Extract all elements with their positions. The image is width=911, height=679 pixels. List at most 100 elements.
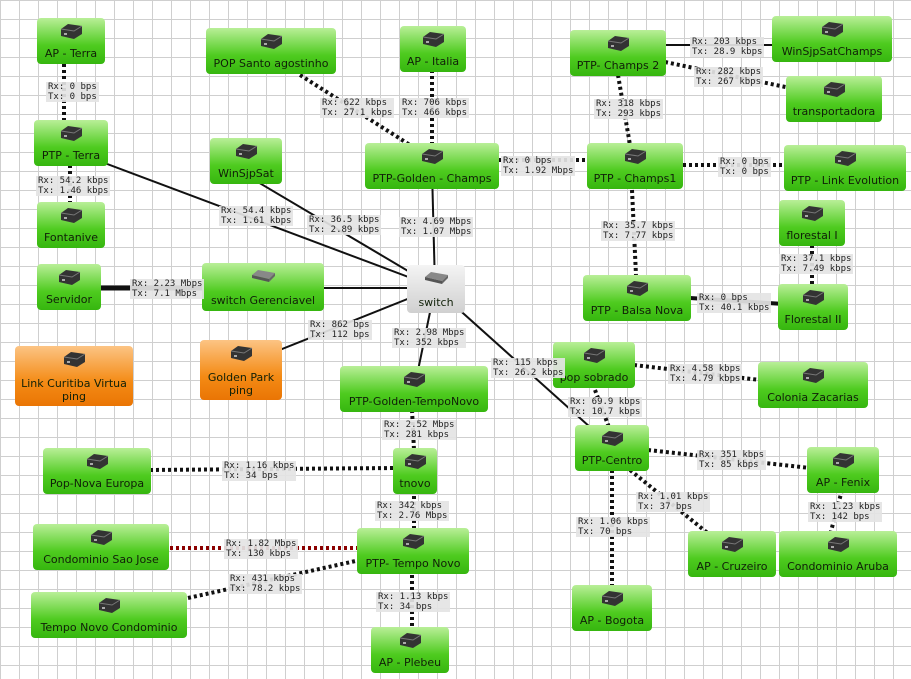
router-icon	[583, 348, 606, 363]
link-fenix-aruba[interactable]	[828, 489, 844, 536]
node-condominio-sao-jose[interactable]: Condominio Sao Jose	[33, 524, 169, 570]
node-transportadora[interactable]: transportadora	[786, 76, 882, 122]
node-ap-fenix[interactable]: AP - Fenix	[807, 447, 879, 493]
node-ptp-tempo-novo[interactable]: PTP- Tempo Novo	[357, 528, 469, 574]
traffic-rx: Rx: 36.5 kbps	[309, 215, 380, 225]
node-switch[interactable]: switch	[407, 265, 465, 313]
node-ptp-golden-temponovo[interactable]: PTP-Golden-TempoNovo	[340, 366, 488, 412]
link-sobrado-centro[interactable]	[593, 389, 612, 431]
node-pop-nova-europa[interactable]: Pop-Nova Europa	[43, 448, 151, 494]
traffic-tx: Tx: 293 kbps	[596, 109, 662, 119]
router-icon	[601, 591, 624, 606]
node-ptp-link-evolution[interactable]: PTP - Link Evolution	[784, 145, 906, 191]
node-ptp-golden-champs[interactable]: PTP-Golden - Champs	[365, 143, 499, 189]
node-ap-italia[interactable]: AP - Italia	[400, 26, 466, 72]
node-label: Fontanive	[44, 231, 98, 244]
router-icon	[90, 530, 113, 545]
traffic-tx: Tx: 2.76 Mbps	[377, 511, 448, 521]
node-ap-cruzeiro[interactable]: AP - Cruzeiro	[688, 531, 776, 577]
traffic-rx: Rx: 2.23 Mbps	[132, 279, 203, 289]
node-florestal-ii[interactable]: Florestal II	[778, 284, 848, 330]
node-label: AP - Terra	[44, 47, 98, 60]
traffic-tx: Tx: 7.49 kbps	[781, 264, 852, 274]
traffic-tx: Tx: 28.9 kbps	[692, 47, 763, 57]
traffic-rx: Rx: 862 bps	[310, 320, 370, 330]
node-label: PTP- Champs 2	[576, 59, 660, 72]
node-winsjpsat[interactable]: WinSjpSat	[210, 138, 282, 184]
node-ap-plebeu[interactable]: AP - Plebeu	[371, 627, 449, 673]
node-colonia-zacarias[interactable]: Colonia Zacarias	[758, 362, 868, 408]
node-switch-gerenciavel[interactable]: switch Gerenciavel	[202, 263, 324, 311]
router-icon	[827, 537, 850, 552]
node-ap-terra[interactable]: AP - Terra	[37, 18, 105, 64]
traffic-tx: Tx: 85 kbps	[699, 460, 759, 470]
traffic-tx: Tx: 27.1 kbps	[322, 108, 393, 118]
router-icon	[60, 24, 83, 39]
traffic-tx: Tx: 2.89 kbps	[309, 225, 380, 235]
node-pop-santo-agostinho[interactable]: POP Santo agostinho	[206, 28, 336, 74]
node-label: Servidor	[45, 293, 93, 306]
router-icon	[823, 82, 846, 97]
node-ptp-centro[interactable]: PTP-Centro	[575, 425, 649, 471]
node-label: Tempo Novo Condominio	[40, 621, 178, 634]
router-icon	[802, 368, 825, 383]
router-icon	[404, 454, 427, 469]
node-label: PTP-Golden - Champs	[372, 172, 492, 185]
node-florestal-i[interactable]: florestal I	[779, 200, 845, 246]
router-icon	[421, 149, 444, 164]
node-pop-sobrado[interactable]: pop sobrado	[553, 342, 635, 388]
node-label: POP Santo agostinho	[213, 57, 329, 70]
node-ptp-balsa-nova[interactable]: PTP - Balsa Nova	[583, 275, 691, 321]
traffic-tx: Tx: 466 kbps	[402, 108, 468, 118]
node-ptp-champs2[interactable]: PTP- Champs 2	[570, 30, 666, 76]
traffic-rx: Rx: 35.7 kbps	[603, 221, 674, 231]
link-popsanto-goldenchamps[interactable]	[298, 73, 412, 147]
traffic-tx: Tx: 37 bps	[638, 502, 693, 512]
traffic-tx: Tx: 130 kbps	[226, 549, 292, 559]
node-condominio-aruba[interactable]: Condominio Aruba	[779, 531, 897, 577]
node-tnovo[interactable]: tnovo	[393, 448, 437, 494]
traffic-rx: Rx: 115 kbps	[493, 358, 559, 368]
node-ap-bogota[interactable]: AP - Bogota	[572, 585, 652, 631]
node-label: PTP- Tempo Novo	[365, 557, 461, 570]
node-ptp-champs1[interactable]: PTP - Champs1	[587, 143, 683, 189]
link-centro-cruzeiro[interactable]	[628, 468, 712, 537]
link-ptptemponovo-condominio[interactable]	[187, 558, 361, 600]
node-ptp-terra[interactable]: PTP - Terra	[34, 120, 108, 166]
switch-icon	[252, 270, 275, 282]
node-fontanive[interactable]: Fontanive	[37, 202, 105, 248]
node-winsjpsatchamps[interactable]: WinSjpSatChamps	[772, 16, 892, 62]
traffic-tx: Tx: 142 bps	[810, 512, 870, 522]
router-icon	[399, 633, 422, 648]
router-icon	[60, 126, 83, 141]
node-label: PTP-Golden-TempoNovo	[348, 395, 480, 408]
router-icon	[832, 453, 855, 468]
node-label: Link Curitiba Virtua	[21, 377, 127, 390]
traffic-rx: Rx: 1.16 kbps	[224, 461, 295, 471]
traffic-rx: Rx: 2.52 Mbps	[384, 420, 455, 430]
traffic-rx: Rx: 1.82 Mbps	[226, 539, 297, 549]
traffic-tx: Tx: 352 kbps	[394, 338, 460, 348]
router-icon	[802, 290, 825, 305]
node-servidor[interactable]: Servidor	[37, 264, 101, 310]
node-tempo-novo-condominio[interactable]: Tempo Novo Condominio	[31, 592, 187, 638]
